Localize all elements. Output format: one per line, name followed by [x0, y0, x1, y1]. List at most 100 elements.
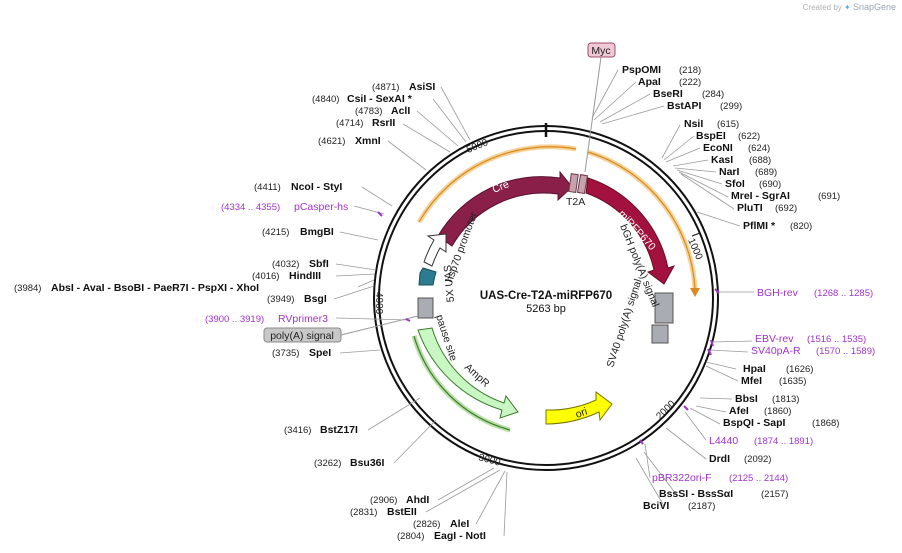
feature-label-cre: Cre [491, 178, 511, 196]
primer-sv40pa-r[interactable]: SV40pA-R [751, 345, 801, 357]
site-pspomi[interactable]: PspOMI [622, 64, 661, 76]
feature-ampr[interactable] [417, 327, 519, 419]
site-bstapi[interactable]: BstAPI [667, 100, 702, 112]
feature-label-ori: ori [574, 406, 589, 421]
site-nari[interactable]: NarI [719, 166, 740, 178]
site-econi[interactable]: EcoNI [703, 142, 733, 154]
primer-pcasper-hs[interactable]: pCasper-hs [294, 201, 348, 213]
site-bsssi[interactable]: BssSI - BssSαI [659, 488, 733, 500]
primer-ebv-rev[interactable]: EBV-rev [755, 333, 794, 345]
site-afei[interactable]: AfeI [729, 405, 749, 417]
feature-sv40-polya[interactable] [651, 324, 669, 344]
site-drdi[interactable]: DrdI [709, 453, 730, 465]
site-csii-sexai[interactable]: CsiI - SexAI * [347, 93, 413, 105]
feature-hsp70-promoter[interactable] [423, 233, 447, 267]
svg-text:(690): (690) [759, 179, 781, 190]
svg-text:(218): (218) [679, 65, 701, 76]
site-pflmi[interactable]: PflMI * [743, 220, 776, 232]
site-hindiii[interactable]: HindIII [289, 270, 321, 282]
site-pluti[interactable]: PluTI [737, 202, 763, 214]
svg-text:(1868): (1868) [812, 418, 839, 429]
svg-text:(1626): (1626) [786, 364, 813, 375]
site-bspei[interactable]: BspEI [696, 130, 726, 142]
site-bcivi[interactable]: BciVI [643, 500, 669, 512]
feature-bgh-polya[interactable] [654, 292, 674, 324]
primer-bgh-rev[interactable]: BGH-rev [757, 287, 799, 299]
svg-text:(2831): (2831) [350, 507, 377, 518]
svg-text:(3900 .. 3919): (3900 .. 3919) [205, 314, 264, 325]
tick-3000: 3000 [477, 452, 502, 468]
site-sfoi[interactable]: SfoI [725, 178, 745, 190]
site-bbsi[interactable]: BbsI [735, 393, 758, 405]
svg-text:(692): (692) [775, 203, 797, 214]
site-hpai[interactable]: HpaI [743, 363, 766, 375]
tick-4000: 4000 [373, 292, 384, 315]
site-eagi-noti[interactable]: EagI - NotI [434, 530, 486, 542]
svg-text:(2092): (2092) [744, 454, 771, 465]
primer-l4440[interactable]: L4440 [709, 435, 738, 447]
primer-marks [377, 211, 720, 445]
svg-text:(2826): (2826) [413, 519, 440, 530]
primer-pbr322ori-f[interactable]: pBR322ori-F [652, 472, 712, 484]
feature-5x-uas[interactable] [418, 267, 437, 286]
feature-label-5x-uas: 5X UAS [442, 265, 457, 303]
svg-text:(4621): (4621) [318, 136, 345, 147]
site-bseri[interactable]: BseRI [653, 88, 683, 100]
site-mrei-sgrai[interactable]: MreI - SgrAI [731, 190, 790, 202]
site-bstz17i[interactable]: BstZ17I [320, 424, 358, 436]
site-absi-xhoi[interactable]: AbsI - AvaI - BsoBI - PaeR7I - PspXI - X… [51, 282, 259, 294]
svg-text:(4215): (4215) [262, 227, 289, 238]
feature-pause-site[interactable] [417, 297, 434, 319]
site-bspqi-sapi[interactable]: BspQI - SapI [723, 417, 786, 429]
site-apai[interactable]: ApaI [638, 76, 661, 88]
left-site-labels: (4871) AsiSI (4840) CsiI - SexAI * (4783… [14, 81, 486, 542]
svg-text:(4032): (4032) [272, 259, 299, 270]
svg-text:(3735): (3735) [272, 348, 299, 359]
svg-text:(624): (624) [748, 143, 770, 154]
site-acli[interactable]: AclI [391, 105, 410, 117]
svg-text:(1813): (1813) [772, 394, 799, 405]
feature-label-t2a: T2A [566, 196, 585, 208]
svg-text:(4714): (4714) [336, 118, 363, 129]
svg-text:(4783): (4783) [355, 106, 382, 117]
site-nsii[interactable]: NsiI [684, 118, 703, 130]
feature-mirfp670[interactable] [585, 177, 676, 285]
site-spei[interactable]: SpeI [309, 347, 331, 359]
site-rsrii[interactable]: RsrII [372, 117, 395, 129]
right-connectors [591, 69, 754, 507]
svg-text:(2157): (2157) [761, 489, 788, 500]
feature-myc-box[interactable] [576, 174, 589, 195]
site-asisi[interactable]: AsiSI [409, 81, 435, 93]
svg-text:(1516 .. 1535): (1516 .. 1535) [807, 334, 866, 345]
site-bsteii[interactable]: BstEII [387, 506, 417, 518]
tick-5000: 5000 [465, 137, 490, 156]
feature-ori[interactable] [545, 391, 613, 425]
site-ncoi-styi[interactable]: NcoI - StyI [291, 181, 342, 193]
svg-text:(3949): (3949) [267, 294, 294, 305]
primer-labels: BGH-rev (1268 .. 1285) EBV-rev (1516 .. … [205, 201, 875, 484]
myc-label: Myc [591, 45, 610, 57]
site-xmni[interactable]: XmnI [355, 135, 381, 147]
site-bmgbi[interactable]: BmgBI [300, 226, 334, 238]
svg-text:(1268 .. 1285): (1268 .. 1285) [814, 288, 873, 299]
svg-text:(691): (691) [818, 191, 840, 202]
feature-t2a[interactable] [568, 173, 579, 194]
site-kasi[interactable]: KasI [711, 154, 733, 166]
site-sbfi[interactable]: SbfI [309, 258, 329, 270]
svg-text:(1860): (1860) [764, 406, 791, 417]
svg-text:(3416): (3416) [284, 425, 311, 436]
svg-text:(615): (615) [717, 119, 739, 130]
tick-2000: 2000 [654, 398, 678, 422]
site-bsgi[interactable]: BsgI [304, 293, 327, 305]
primer-rvprimer3[interactable]: RVprimer3 [278, 313, 328, 325]
svg-text:(2125 .. 2144): (2125 .. 2144) [729, 473, 788, 484]
myc-label-box [587, 42, 616, 58]
svg-text:(820): (820) [790, 221, 812, 232]
site-alei[interactable]: AleI [450, 518, 469, 530]
site-bsu36i[interactable]: Bsu36I [350, 457, 385, 469]
site-mfei[interactable]: MfeI [741, 375, 762, 387]
plasmid-name: UAS-Cre-T2A-miRFP670 [480, 290, 612, 302]
site-ahdi[interactable]: AhdI [406, 494, 429, 506]
credit-brand: SnapGene [852, 2, 896, 12]
